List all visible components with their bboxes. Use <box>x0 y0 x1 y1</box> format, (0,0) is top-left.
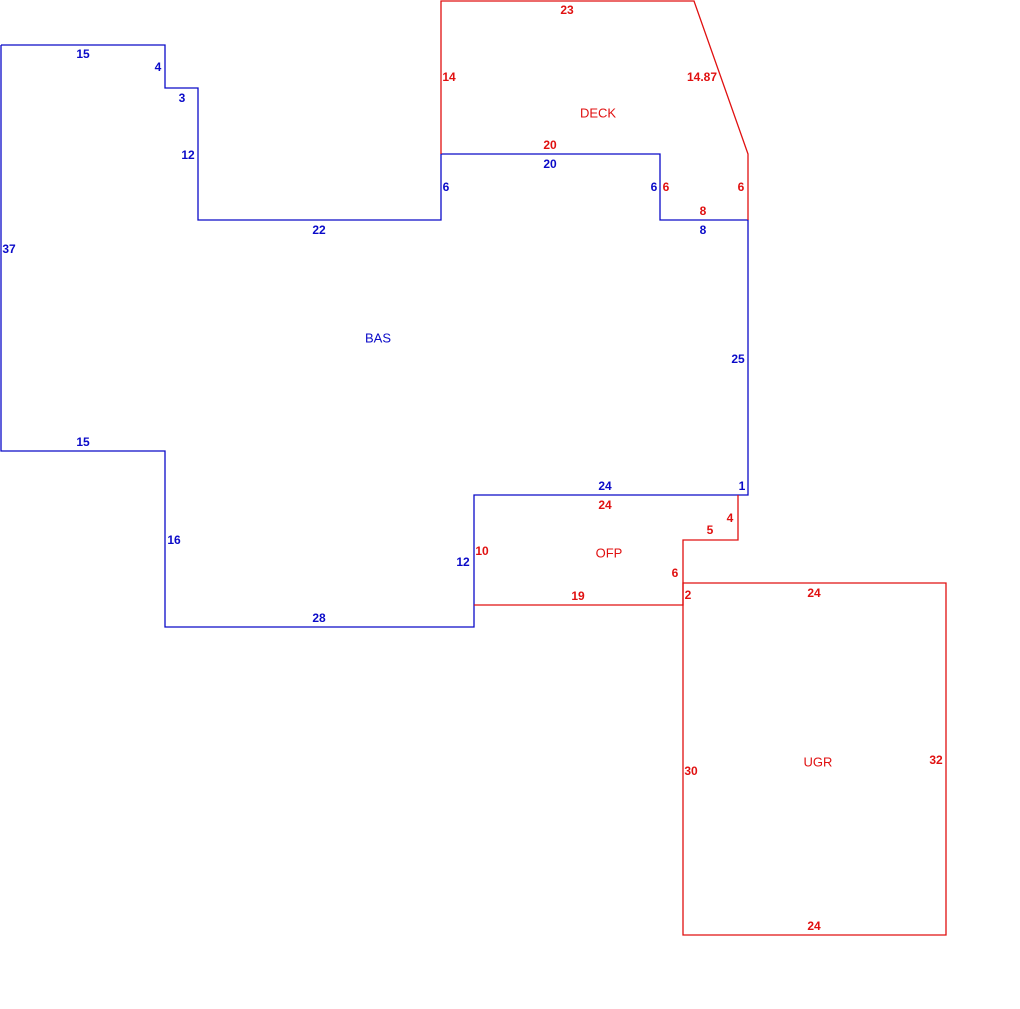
ofp-dim-label: 4 <box>727 511 734 525</box>
bas-dim-label: 20 <box>543 157 557 171</box>
bas-dim-label: 3 <box>179 91 186 105</box>
ugr-dim-label: 24 <box>807 586 821 600</box>
ofp-dim-label: 24 <box>598 498 612 512</box>
bas-dim-label: 22 <box>312 223 326 237</box>
deck-dim-label: 23 <box>560 3 574 17</box>
ofp-outline <box>474 495 739 606</box>
deck-area-name: DECK <box>580 105 616 120</box>
bas-dim-label: 12 <box>181 148 195 162</box>
ugr-area-name: UGR <box>804 754 833 769</box>
deck-dim-label: 8 <box>700 204 707 218</box>
bas-dim-label: 4 <box>155 60 162 74</box>
ugr-dim-label: 24 <box>807 919 821 933</box>
bas-dim-label: 25 <box>731 352 745 366</box>
bas-dim-label: 15 <box>76 435 90 449</box>
bas-dim-label: 6 <box>443 180 450 194</box>
bas-dim-label: 28 <box>312 611 326 625</box>
bas-dim-label: 1 <box>739 479 746 493</box>
ofp-area-name: OFP <box>596 545 623 560</box>
deck-dim-label: 14 <box>442 70 456 84</box>
ofp-dim-label: 6 <box>672 566 679 580</box>
bas-dim-label: 16 <box>167 533 181 547</box>
deck-dim-label: 14.87 <box>687 70 717 84</box>
deck-dim-label: 6 <box>663 180 670 194</box>
bas-dim-label: 6 <box>651 180 658 194</box>
deck-outline <box>440 0 749 220</box>
bas-dim-label: 15 <box>76 47 90 61</box>
bas-dim-label: 8 <box>700 223 707 237</box>
bas-area-name: BAS <box>365 330 391 345</box>
ugr-dim-label: 2 <box>685 588 692 602</box>
bas-dim-label: 24 <box>598 479 612 493</box>
ofp-dim-label: 5 <box>707 523 714 537</box>
ugr-dim-label: 32 <box>929 753 943 767</box>
deck-dim-label: 20 <box>543 138 557 152</box>
bas-dim-label: 37 <box>2 242 16 256</box>
bas-outline <box>0 44 749 628</box>
ofp-dim-label: 19 <box>571 589 585 603</box>
bas-dim-label: 12 <box>456 555 470 569</box>
deck-dim-label: 6 <box>738 180 745 194</box>
ugr-outline <box>682 582 947 936</box>
ofp-dim-label: 10 <box>475 544 489 558</box>
ugr-dim-label: 30 <box>684 764 698 778</box>
